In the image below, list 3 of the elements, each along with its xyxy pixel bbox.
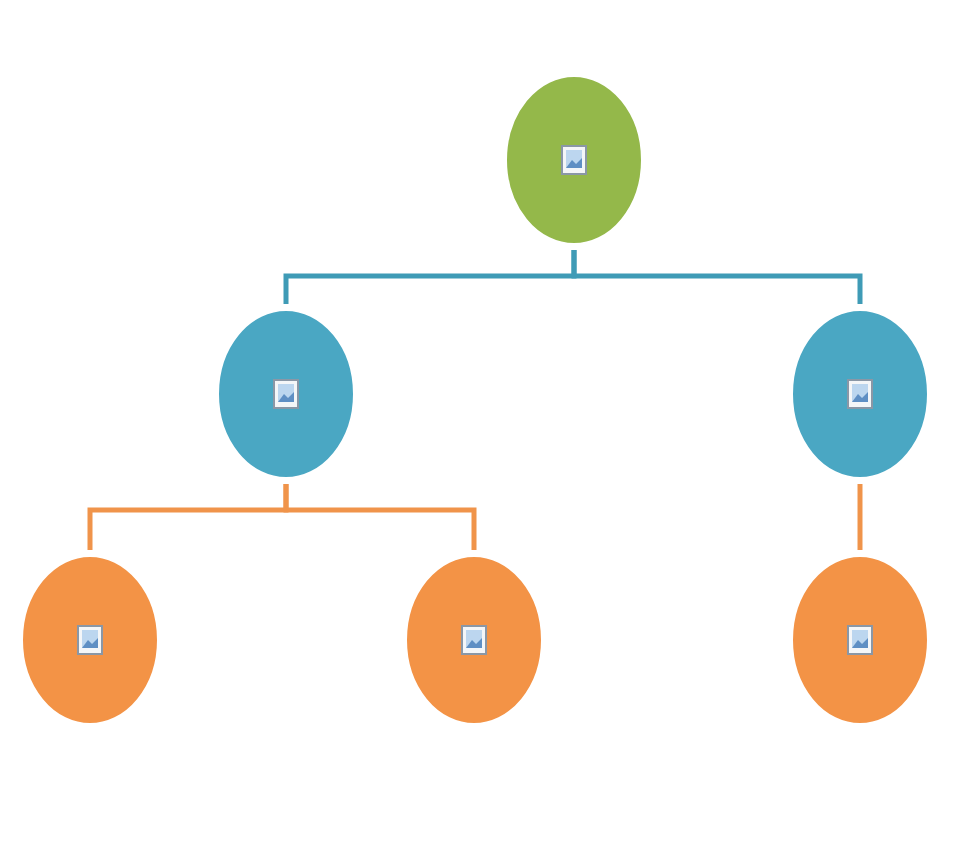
connector-line bbox=[857, 484, 863, 550]
connector-line bbox=[283, 484, 477, 550]
connector-line bbox=[571, 250, 863, 304]
